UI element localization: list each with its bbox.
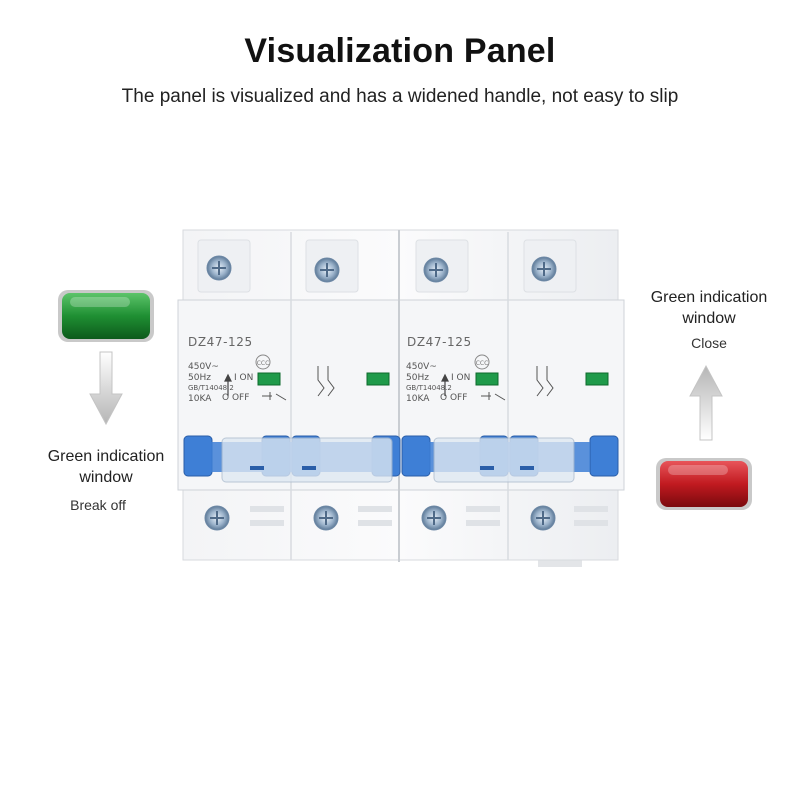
left-callout-label-line1: Green indication [47, 448, 165, 465]
right-callout-state: Close [691, 335, 727, 351]
capacity-label: 10KA [406, 394, 430, 404]
terminal-screw-icon [206, 255, 232, 281]
terminal-screw-icon [313, 505, 339, 531]
circuit-breaker: CCC CCC [177, 229, 625, 567]
right-callout-label-line2: window [682, 310, 736, 327]
standard-label: GB/T14048.2 [188, 384, 234, 392]
terminal-screw-icon [314, 257, 340, 283]
model-label: DZ47-125 [188, 335, 253, 349]
terminal-screw-icon [531, 256, 557, 282]
schematic-symbol-icon [262, 366, 554, 401]
off-label: O OFF [222, 393, 250, 403]
red-indicator-window-icon [656, 458, 752, 510]
ccc-mark-icon: CCC [474, 354, 490, 370]
rating-voltage-label: 450V~ [406, 362, 437, 372]
standard-label: GB/T14048.2 [406, 384, 452, 392]
terminal-screw-icon [423, 257, 449, 283]
on-off-arrow-icon [224, 373, 449, 396]
model-label: DZ47-125 [407, 335, 472, 349]
on-label: I ON [234, 373, 254, 383]
right-callout-label-line1: Green indication [650, 289, 768, 306]
indication-window [257, 372, 609, 386]
arrow-up-icon [689, 364, 723, 441]
capacity-label: 10KA [188, 394, 212, 404]
green-indicator-window-icon [58, 290, 154, 342]
svg-text:CCC: CCC [476, 360, 489, 367]
page-subtitle: The panel is visualized and has a widene… [121, 86, 679, 107]
terminal-screw-icon [204, 505, 230, 531]
rating-frequency-label: 50Hz [406, 373, 429, 383]
ccc-mark-icon: CCC [255, 354, 271, 370]
handle-cover [221, 437, 575, 483]
off-label: O OFF [440, 393, 468, 403]
rating-voltage-label: 450V~ [188, 362, 219, 372]
rating-frequency-label: 50Hz [188, 373, 211, 383]
arrow-down-icon [89, 351, 123, 426]
left-callout-label: Green indication window [18, 446, 194, 488]
on-label: I ON [451, 373, 471, 383]
left-callout-state: Break off [70, 497, 126, 513]
svg-text:CCC: CCC [257, 360, 270, 367]
terminal-screw-icon [421, 505, 447, 531]
right-callout-label: Green indication window [626, 287, 792, 329]
left-callout-label-line2: window [79, 469, 133, 486]
page-title: Visualization Panel [244, 32, 556, 70]
terminal-screw-icon [530, 505, 556, 531]
